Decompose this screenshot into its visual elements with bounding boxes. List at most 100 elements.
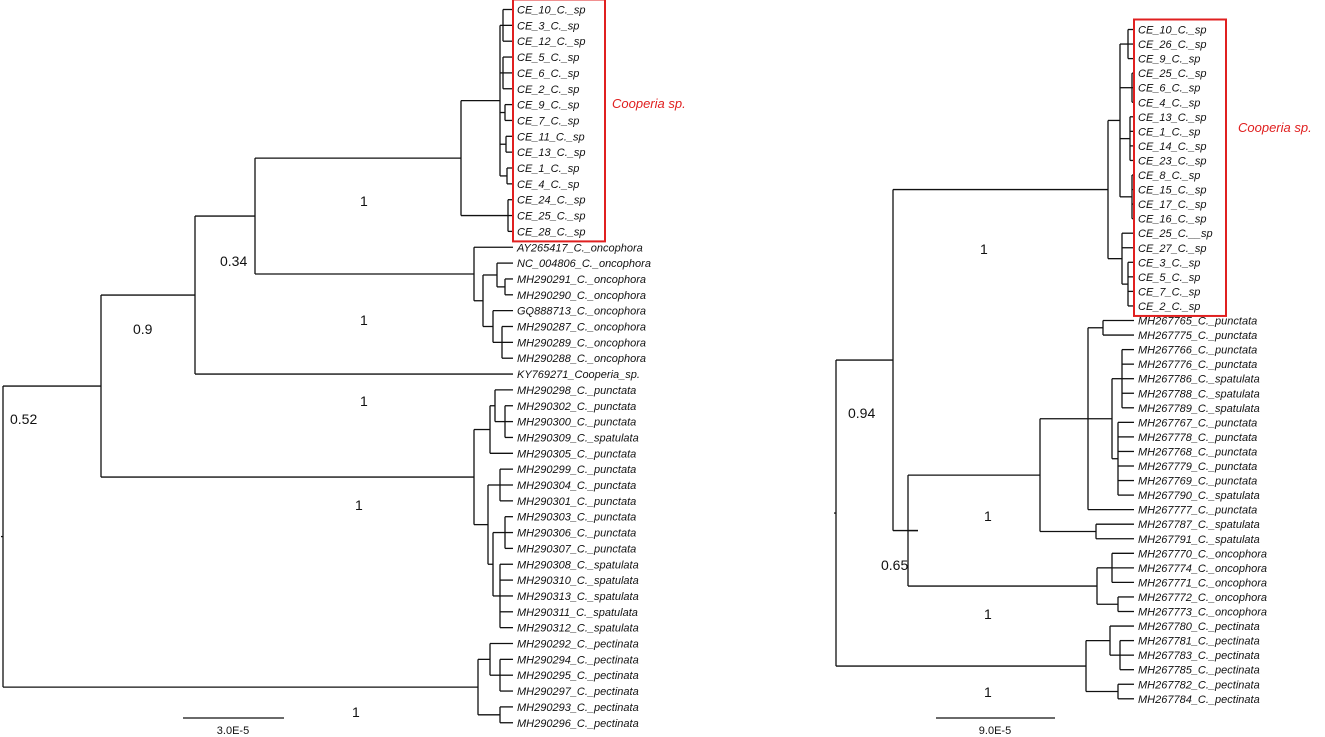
left-highlight-box — [512, 0, 606, 243]
left-scale-label: 3.0E-5 — [217, 725, 249, 737]
left-taxon-label: MH290298_C._punctata — [517, 385, 636, 397]
left-highlight-label: Cooperia sp. — [612, 96, 686, 111]
right-taxon-label: CE_4_C._sp — [1138, 97, 1200, 109]
left-taxon-label: MH290294_C._pectinata — [517, 654, 639, 666]
right-taxon-label: CE_6_C._sp — [1138, 83, 1200, 95]
right-taxon-label: MH267767_C._punctata — [1138, 417, 1257, 429]
left-taxon-label: KY769271_Cooperia_sp. — [517, 369, 640, 381]
right-support-pectinata: 1 — [984, 684, 992, 700]
left-taxon-label: MH290289_C._oncophora — [517, 337, 646, 349]
left-taxon-label: MH290304_C._punctata — [517, 480, 636, 492]
left-taxon-label: MH290290_C._oncophora — [517, 290, 646, 302]
left-taxon-label: CE_2_C._sp — [517, 84, 579, 96]
right-taxon-label: MH267772_C._oncophora — [1138, 592, 1267, 604]
right-support-root: 0.94 — [848, 405, 875, 421]
right-taxon-label: MH267788_C._spatulata — [1138, 388, 1260, 400]
right-taxon-label: MH267776_C._punctata — [1138, 359, 1257, 371]
right-taxon-label: MH267768_C._punctata — [1138, 446, 1257, 458]
left-taxon-label: MH290293_C._pectinata — [517, 702, 639, 714]
right-taxon-label: MH267775_C._punctata — [1138, 330, 1257, 342]
left-support-oncophora: 1 — [360, 312, 368, 328]
right-taxon-label: MH267771_C._oncophora — [1138, 577, 1267, 589]
left-taxon-label: CE_24_C._sp — [517, 195, 586, 207]
left-taxon-label: CE_5_C._sp — [517, 52, 579, 64]
left-taxon-label: CE_28_C._sp — [517, 226, 586, 238]
left-support-pectinata: 1 — [352, 704, 360, 720]
right-taxon-label: MH267786_C._spatulata — [1138, 374, 1260, 386]
right-taxon-label: CE_15_C._sp — [1138, 185, 1207, 197]
left-taxon-label: AY265417_C._oncophora — [516, 242, 643, 254]
left-taxon-label: MH290305_C._punctata — [517, 448, 636, 460]
right-taxon-label: MH267765_C._punctata — [1138, 316, 1257, 328]
left-taxon-label: MH290292_C._pectinata — [517, 639, 639, 651]
right-highlight-label: Cooperia sp. — [1238, 120, 1312, 135]
left-taxon-label: MH290306_C._punctata — [517, 528, 636, 540]
right-tree: CE_10_C._spCE_26_C._spCE_9_C._spCE_25_C.… — [834, 18, 1267, 706]
left-taxon-label: MH290291_C._oncophora — [517, 274, 646, 286]
right-taxon-label: CE_25_C.__sp — [1138, 228, 1213, 240]
left-taxon-label: CE_10_C._sp — [517, 5, 586, 17]
left-taxon-label: CE_6_C._sp — [517, 68, 579, 80]
right-taxon-label: MH267774_C._oncophora — [1138, 563, 1267, 575]
left-taxon-label: MH290311_C._spatulata — [517, 607, 638, 619]
right-taxon-label: MH267787_C._spatulata — [1138, 519, 1260, 531]
right-taxon-label: CE_17_C._sp — [1138, 199, 1207, 211]
left-taxon-label: MH290296_C._pectinata — [517, 718, 639, 730]
right-taxon-label: CE_14_C._sp — [1138, 141, 1207, 153]
right-taxon-label: CE_13_C._sp — [1138, 112, 1207, 124]
left-support-ce-clade: 1 — [360, 193, 368, 209]
right-support-0.65: 0.65 — [881, 557, 908, 573]
right-taxon-label: MH267770_C._oncophora — [1138, 548, 1267, 560]
left-taxon-label: NC_004806_C._oncophora — [517, 258, 651, 270]
right-taxon-label: CE_8_C._sp — [1138, 170, 1200, 182]
right-taxon-label: MH267777_C._punctata — [1138, 505, 1257, 517]
right-taxon-label: MH267779_C._punctata — [1138, 461, 1257, 473]
left-taxon-label: GQ888713_C._oncophora — [517, 306, 646, 318]
left-support-punct-spat: 1 — [355, 497, 363, 513]
right-taxon-label: CE_23_C._sp — [1138, 155, 1207, 167]
right-taxon-label: CE_5_C._sp — [1138, 272, 1200, 284]
right-taxon-label: MH267773_C._oncophora — [1138, 607, 1267, 619]
left-taxon-label: MH290287_C._oncophora — [517, 322, 646, 334]
left-support-0.9: 0.9 — [133, 321, 153, 337]
right-scale-label: 9.0E-5 — [979, 725, 1011, 737]
left-taxon-label: MH290297_C._pectinata — [517, 686, 639, 698]
right-taxon-label: CE_3_C._sp — [1138, 257, 1200, 269]
left-taxon-label: MH290307_C._punctata — [517, 543, 636, 555]
right-taxon-label: MH267785_C._pectinata — [1138, 665, 1260, 677]
right-taxon-label: MH267784_C._pectinata — [1138, 694, 1260, 706]
left-taxon-label: MH290312_C._spatulata — [517, 623, 639, 635]
left-taxon-label: MH290310_C._spatulata — [517, 575, 639, 587]
left-taxon-label: MH290303_C._punctata — [517, 512, 636, 524]
left-taxon-label: MH290313_C._spatulata — [517, 591, 639, 603]
right-taxon-label: CE_27_C._sp — [1138, 243, 1207, 255]
left-taxon-label: MH290301_C._punctata — [517, 496, 636, 508]
right-taxon-label: CE_25_C._sp — [1138, 68, 1207, 80]
right-taxon-label: MH267778_C._punctata — [1138, 432, 1257, 444]
right-taxon-label: CE_26_C._sp — [1138, 39, 1207, 51]
left-taxon-label: CE_13_C._sp — [517, 147, 586, 159]
left-taxon-label: MH290300_C._punctata — [517, 417, 636, 429]
left-taxon-label: CE_3_C._sp — [517, 20, 579, 32]
right-taxon-label: MH267791_C._spatulata — [1138, 534, 1260, 546]
left-support-ky: 1 — [360, 393, 368, 409]
right-taxon-label: CE_1_C._sp — [1138, 126, 1200, 138]
left-tree: CE_10_C._spCE_3_C._spCE_12_C._spCE_5_C._… — [1, 0, 651, 730]
right-taxon-label: CE_16_C._sp — [1138, 214, 1207, 226]
left-taxon-label: CE_25_C._sp — [517, 211, 586, 223]
left-taxon-label: MH290302_C._punctata — [517, 401, 636, 413]
right-taxon-label: CE_2_C._sp — [1138, 301, 1200, 313]
left-taxon-label: CE_9_C._sp — [517, 100, 579, 112]
left-taxon-label: CE_4_C._sp — [517, 179, 579, 191]
right-support-ce-clade: 1 — [980, 241, 988, 257]
left-taxon-label: CE_12_C._sp — [517, 36, 586, 48]
left-taxon-label: CE_11_C._sp — [517, 131, 585, 143]
right-taxon-label: MH267782_C._pectinata — [1138, 679, 1260, 691]
left-taxon-label: MH290299_C._punctata — [517, 464, 636, 476]
left-taxon-label: MH290288_C._oncophora — [517, 353, 646, 365]
right-taxon-label: MH267789_C._spatulata — [1138, 403, 1260, 415]
left-support-root: 0.52 — [10, 411, 37, 427]
left-taxon-label: MH290295_C._pectinata — [517, 670, 639, 682]
